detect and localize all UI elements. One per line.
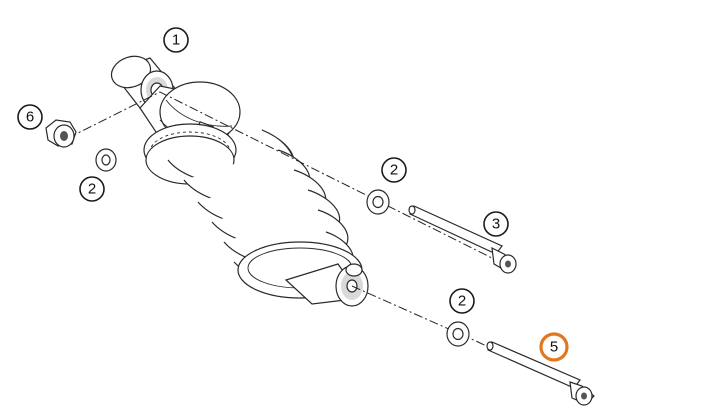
callout-2-left: 2 bbox=[79, 176, 105, 202]
callout-3: 3 bbox=[483, 211, 509, 237]
callout-2-lower-label: 2 bbox=[458, 293, 466, 310]
upper-bolt-part bbox=[408, 205, 517, 274]
lower-bolt-part bbox=[486, 341, 595, 406]
callout-6: 6 bbox=[17, 104, 43, 130]
nut-part bbox=[45, 119, 77, 148]
callout-3-label: 3 bbox=[492, 216, 500, 233]
shock-absorber-part bbox=[110, 55, 369, 307]
callout-2-left-label: 2 bbox=[88, 181, 96, 198]
callout-5-highlighted: 5 bbox=[539, 332, 569, 362]
callout-2-middle: 2 bbox=[381, 157, 407, 183]
washer-middle bbox=[366, 189, 390, 215]
callout-1-label: 1 bbox=[172, 32, 180, 49]
callout-1: 1 bbox=[163, 27, 189, 53]
washer-lower bbox=[446, 321, 470, 347]
callout-6-label: 6 bbox=[26, 109, 34, 126]
callout-2-middle-label: 2 bbox=[390, 162, 398, 179]
washer-left bbox=[95, 148, 117, 172]
upper-mount-axis bbox=[67, 91, 501, 263]
callout-2-lower: 2 bbox=[449, 288, 475, 314]
callout-5-label: 5 bbox=[550, 339, 558, 356]
